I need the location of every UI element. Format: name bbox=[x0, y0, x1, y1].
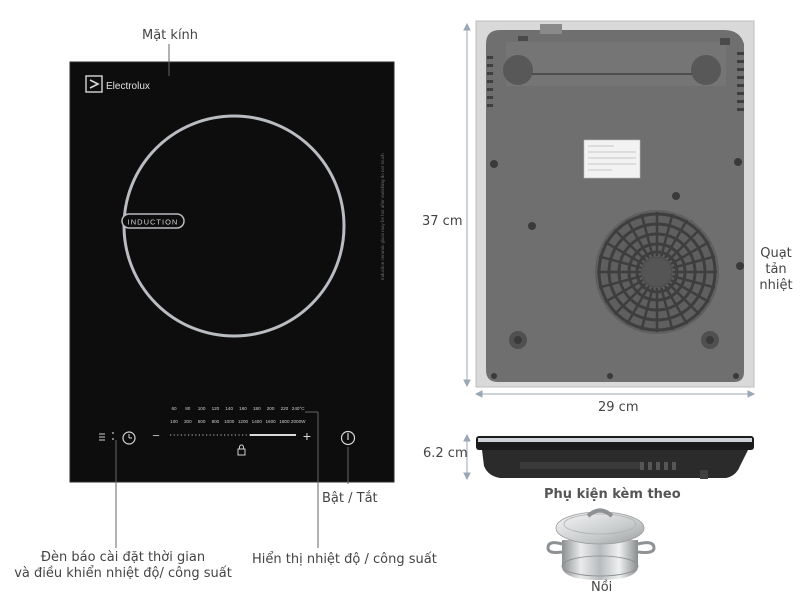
induction-label: INDUCTION bbox=[128, 218, 179, 227]
label-width: 29 cm bbox=[598, 400, 639, 415]
minus-button[interactable]: − bbox=[152, 428, 160, 443]
lock-icon[interactable] bbox=[237, 444, 246, 456]
power-scale-label: 1400 bbox=[252, 419, 263, 424]
power-scale-label: 500 bbox=[198, 419, 206, 424]
temp-scale-label: 80 bbox=[185, 406, 191, 411]
induction-label-box bbox=[121, 213, 185, 229]
temp-scale-label: 120 bbox=[212, 406, 220, 411]
label-glass: Mặt kính bbox=[142, 28, 199, 43]
label-pot: Nồi bbox=[591, 580, 613, 595]
rubber-foot bbox=[691, 55, 721, 85]
underside-view bbox=[475, 20, 755, 388]
label-accessory-title: Phụ kiện kèm theo bbox=[544, 487, 681, 502]
power-scale-label: 1000 bbox=[224, 419, 235, 424]
temp-scale-label: 180 bbox=[253, 406, 261, 411]
power-scale-label: 300 bbox=[184, 419, 192, 424]
temp-scale-label: 220 bbox=[281, 406, 289, 411]
power-button[interactable] bbox=[340, 430, 356, 446]
spec-sticker bbox=[583, 139, 641, 179]
glass-panel bbox=[69, 61, 395, 483]
vent-slots-right bbox=[737, 52, 744, 111]
label-fan: Quạt tản nhiệt bbox=[759, 246, 793, 293]
dimension-lines bbox=[463, 22, 756, 481]
label-power: Bật / Tắt bbox=[322, 491, 378, 506]
temp-scale-label: 140 bbox=[225, 406, 233, 411]
temp-scale-label: 200 bbox=[267, 406, 275, 411]
plus-button[interactable]: + bbox=[303, 428, 311, 444]
cooling-fan-grille bbox=[595, 210, 719, 334]
power-scale-label: 100 bbox=[170, 419, 178, 424]
vent-slots-left bbox=[487, 56, 493, 107]
temp-scale-label: 100 bbox=[198, 406, 206, 411]
temp-scale-label: 160 bbox=[239, 406, 247, 411]
label-thickness: 6.2 cm bbox=[423, 446, 468, 461]
electrolux-logo: Electrolux bbox=[85, 75, 150, 93]
temp-scale-label: 240°C bbox=[292, 406, 306, 411]
power-scale-label: 1600 bbox=[265, 419, 276, 424]
side-view bbox=[476, 436, 754, 479]
safety-note: Induction ceramic glass may be hot after… bbox=[380, 153, 385, 280]
power-scale-label: 2000W bbox=[291, 419, 306, 424]
label-display: Hiển thị nhiệt độ / công suất bbox=[252, 552, 437, 567]
glass-cooktop: Electrolux INDUCTION Induction ceramic g… bbox=[69, 61, 395, 483]
temp-scale-label: 60 bbox=[171, 406, 177, 411]
brand-text: Electrolux bbox=[106, 81, 150, 92]
indicator-lights bbox=[99, 432, 114, 441]
power-scale-label: 800 bbox=[212, 419, 220, 424]
rubber-foot bbox=[503, 55, 533, 85]
clock-icon bbox=[122, 431, 136, 445]
pot-image bbox=[546, 508, 656, 580]
label-height: 37 cm bbox=[422, 214, 463, 229]
power-scale-label: 1800 bbox=[279, 419, 290, 424]
power-icon bbox=[340, 430, 356, 446]
timer-button[interactable] bbox=[122, 431, 136, 445]
label-timer-control: Đèn báo cài đặt thời gian và điều khiển … bbox=[14, 550, 232, 581]
power-scale-label: 1200 bbox=[238, 419, 249, 424]
